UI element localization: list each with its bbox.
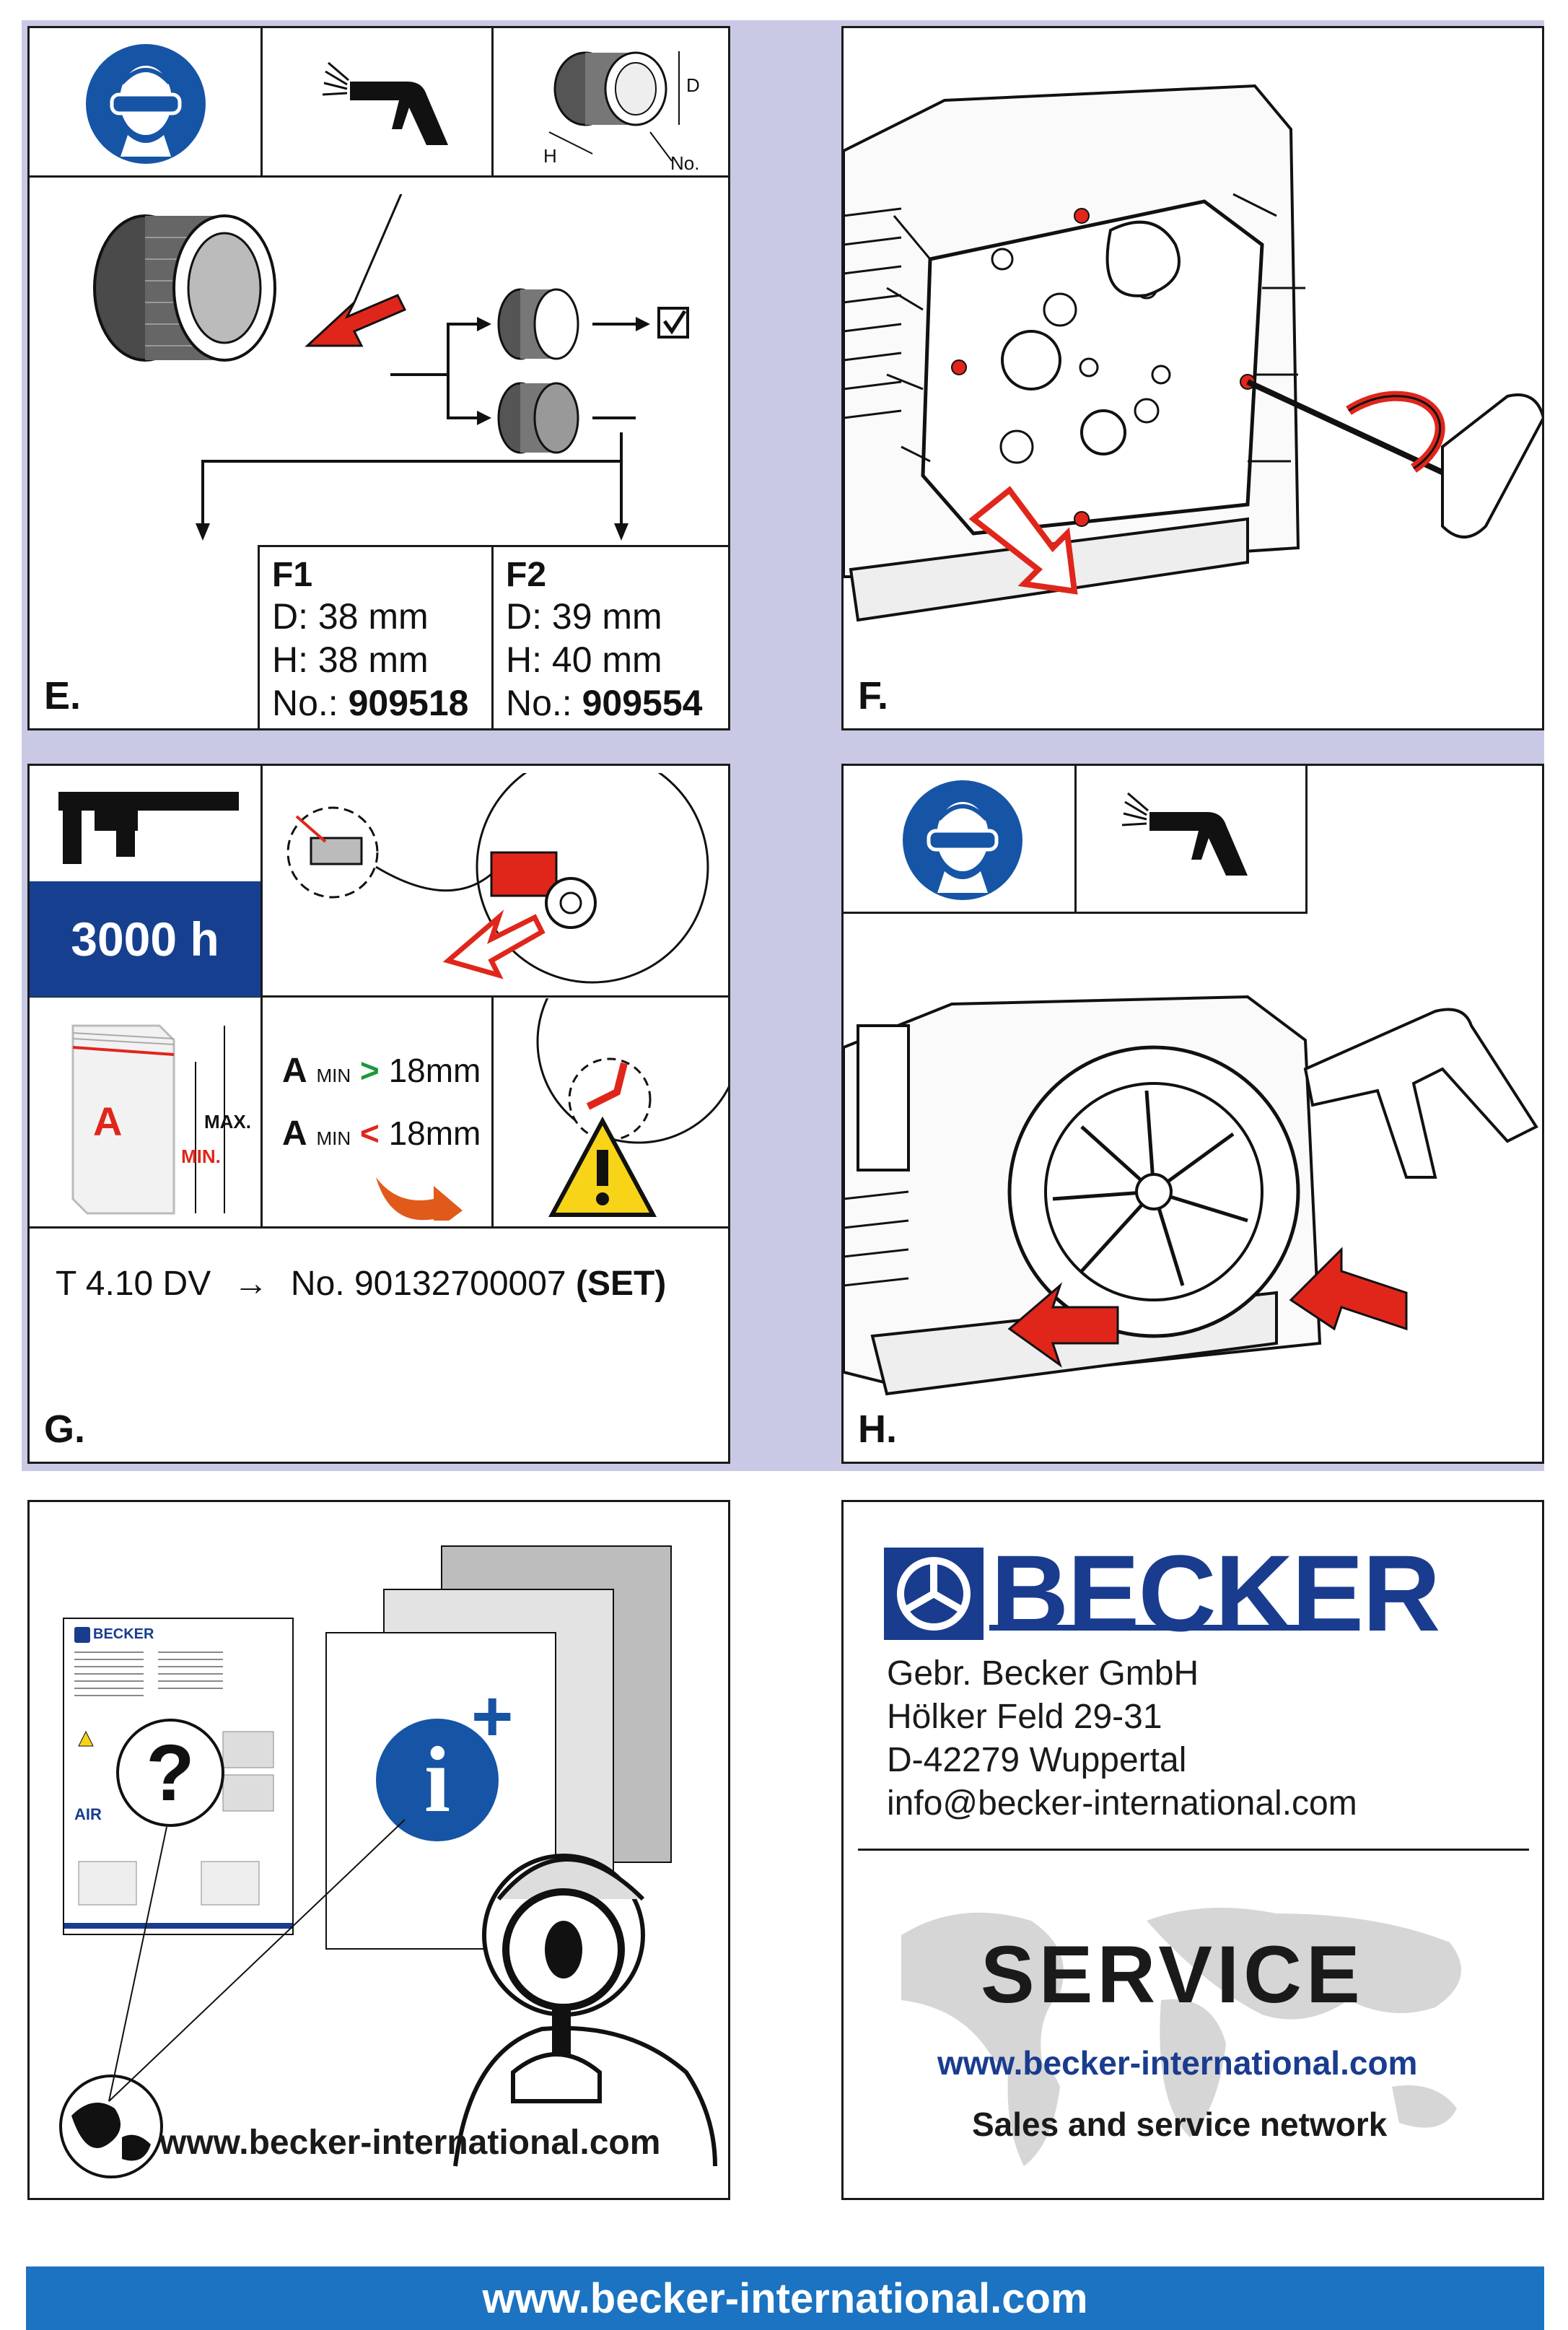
panel-g-letter: G. <box>44 1408 86 1451</box>
info-icon: i <box>376 1719 499 1841</box>
amin-ok-rule: A MIN > 18mm <box>282 1052 481 1090</box>
service-heading: SERVICE <box>981 1929 1365 2020</box>
set-model: T 4.10 DV <box>56 1265 211 1303</box>
pump-housing-illustration <box>844 71 1542 653</box>
vane-wear-gauge: A MAX. MIN. <box>51 1004 253 1221</box>
becker-wordmark: BECKER <box>991 1532 1440 1654</box>
panel-h: H. <box>841 764 1544 1464</box>
spec-f1-title: F1 <box>272 556 313 594</box>
air-gun-icon <box>318 57 463 162</box>
info-letter: i <box>424 1728 451 1832</box>
panel-e-letter: E. <box>44 674 82 717</box>
replace-arrow-icon <box>369 1170 470 1232</box>
vane-a-label: A <box>93 1099 123 1144</box>
set-label: (SET) <box>575 1265 667 1303</box>
panel-f-letter: F. <box>858 674 889 717</box>
company-street: Hölker Feld 29-31 <box>887 1698 1162 1736</box>
service-url[interactable]: www.becker-international.com <box>937 2044 1418 2082</box>
spec-f2-title: F2 <box>506 556 547 594</box>
becker-logo-icon <box>884 1547 984 1640</box>
panel-h-letter: H. <box>858 1408 897 1451</box>
spec-f1-no-label: No.: <box>272 683 338 723</box>
world-map-background <box>887 1892 1500 2184</box>
spec-f2-h: H: 40 mm <box>506 640 662 680</box>
panel-g: 3000 h A MAX. MIN. A MIN > 18mm <box>27 764 730 1464</box>
question-mark: ? <box>146 1728 195 1818</box>
spec-f2-no-label: No.: <box>506 683 572 723</box>
becker-logo: BECKER <box>884 1531 1440 1656</box>
footer-url-bar[interactable]: www.becker-international.com <box>26 2266 1544 2330</box>
info-panel: BECKER AIR ? i + <box>27 1500 730 2200</box>
connection-lines <box>108 1819 406 2102</box>
question-magnifier-icon: ? <box>116 1719 224 1827</box>
vane-warning-detail <box>494 939 728 1225</box>
amin-replace-rule: A MIN < 18mm <box>282 1114 481 1153</box>
panel-e: D H No. <box>27 26 730 730</box>
caliper-icon <box>58 787 239 871</box>
safety-goggles-icon <box>903 780 1022 900</box>
spec-f2: F2 D: 39 mm H: 40 mm No.: 909554 <box>506 555 702 725</box>
globe-icon <box>57 2072 165 2184</box>
set-arrow: → <box>233 1265 268 1303</box>
spec-f1-no-value: 909518 <box>348 683 469 723</box>
spec-f1-h: H: 38 mm <box>272 640 429 680</box>
contact-address: Gebr. Becker GmbH Hölker Feld 29-31 D-42… <box>887 1652 1357 1825</box>
spec-f1: F1 D: 38 mm H: 38 mm No.: 909518 <box>272 555 468 725</box>
manual-logo-icon <box>74 1626 90 1643</box>
manual-brand: BECKER <box>93 1626 154 1642</box>
min-label: MIN. <box>181 1146 221 1167</box>
selection-arrows <box>174 432 679 551</box>
spec-f1-d: D: 38 mm <box>272 596 429 637</box>
panel-f: F. <box>841 26 1544 730</box>
dim-h-label: H <box>543 145 557 167</box>
spec-f2-no-value: 909554 <box>582 683 703 723</box>
safety-goggles-icon <box>86 44 206 164</box>
contact-panel: BECKER Gebr. Becker GmbH Hölker Feld 29-… <box>841 1500 1544 2200</box>
info-plus: + <box>471 1676 514 1757</box>
service-interval-badge: 3000 h <box>30 881 260 997</box>
filter-dimension-icon: D H No. <box>506 38 722 174</box>
set-number: No. 90132700007 <box>290 1265 566 1303</box>
info-url[interactable]: www.becker-international.com <box>159 2124 661 2162</box>
air-gun-icon <box>1118 787 1262 892</box>
contact-divider <box>858 1849 1529 1851</box>
service-network: Sales and service network <box>972 2106 1388 2143</box>
manual-air-label: AIR <box>74 1805 102 1823</box>
spec-f2-d: D: 39 mm <box>506 596 662 637</box>
company-email[interactable]: info@becker-international.com <box>887 1784 1357 1823</box>
becker-logo-underline <box>989 1625 1336 1631</box>
company-name: Gebr. Becker GmbH <box>887 1654 1199 1693</box>
pump-cleaning-illustration <box>844 982 1542 1419</box>
dim-no-label: No. <box>670 152 700 174</box>
company-city: D-42279 Wuppertal <box>887 1741 1187 1779</box>
max-label: MAX. <box>204 1111 251 1133</box>
dim-d-label: D <box>686 74 700 96</box>
vane-wear-detail <box>275 766 728 993</box>
person-with-magnifier-illustration <box>419 1812 722 2177</box>
footer-url[interactable]: www.becker-international.com <box>482 2274 1088 2322</box>
spare-part-set: T 4.10 DV → No. 90132700007 (SET) <box>56 1264 666 1304</box>
filter-inspection-diagram <box>58 185 722 454</box>
